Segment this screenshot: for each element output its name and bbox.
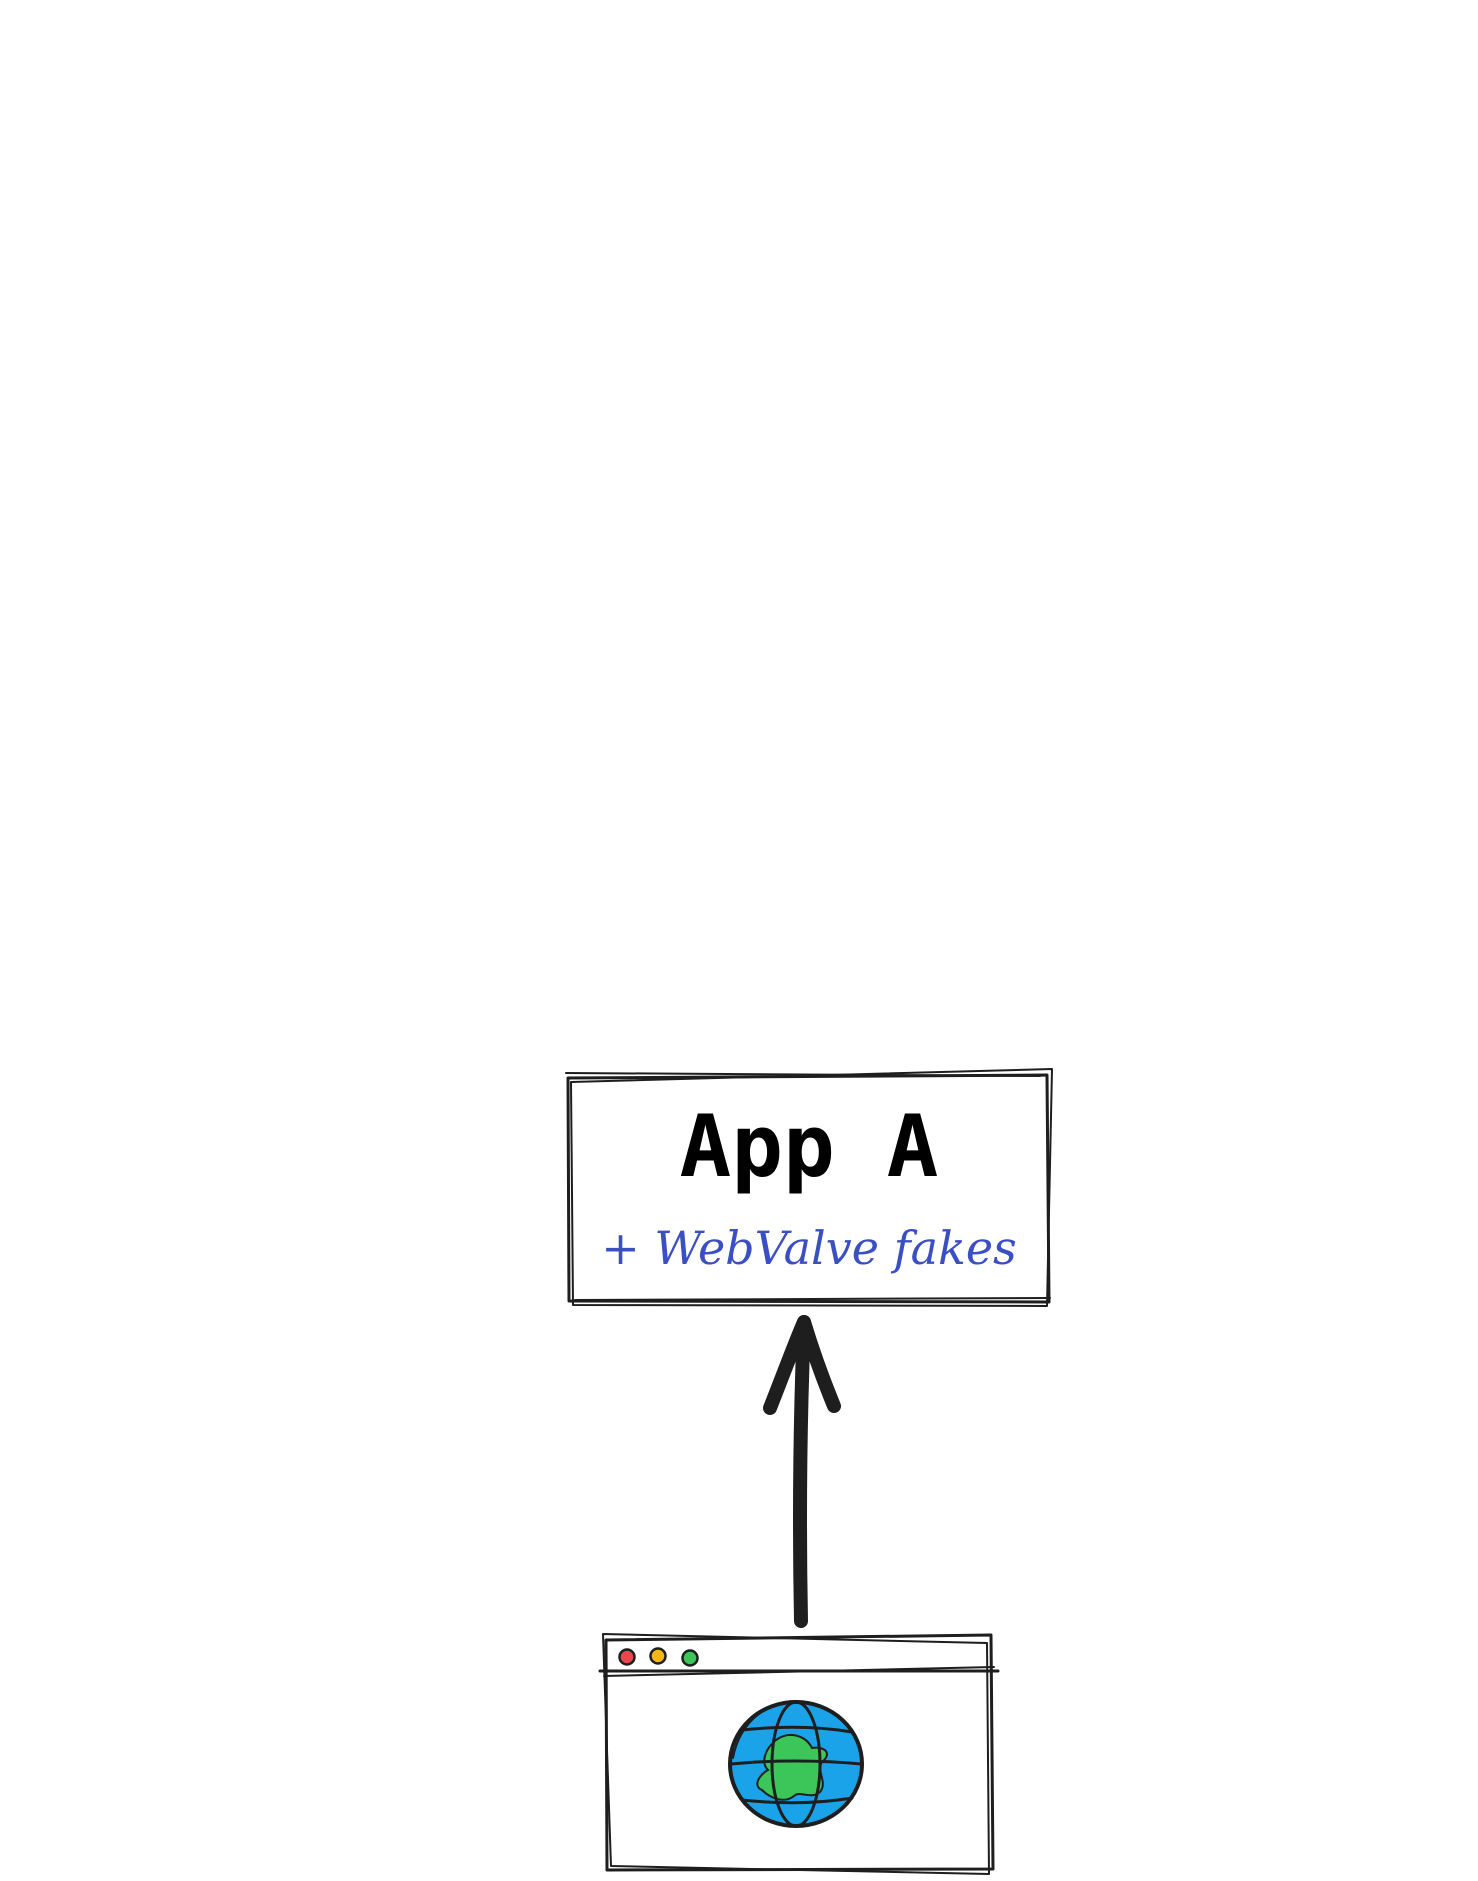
app-a-subtitle: + WebValve fakes — [601, 1221, 1016, 1275]
app-a-box[interactable]: App A + WebValve fakes — [565, 1068, 1053, 1307]
maximize-dot — [681, 1649, 699, 1667]
globe-icon — [728, 1699, 864, 1828]
app-a-title: App A — [680, 1097, 939, 1197]
request-arrow — [763, 1315, 841, 1628]
close-dot — [618, 1648, 636, 1666]
browser-window-icon — [598, 1633, 1000, 1875]
minimize-dot — [649, 1647, 667, 1665]
